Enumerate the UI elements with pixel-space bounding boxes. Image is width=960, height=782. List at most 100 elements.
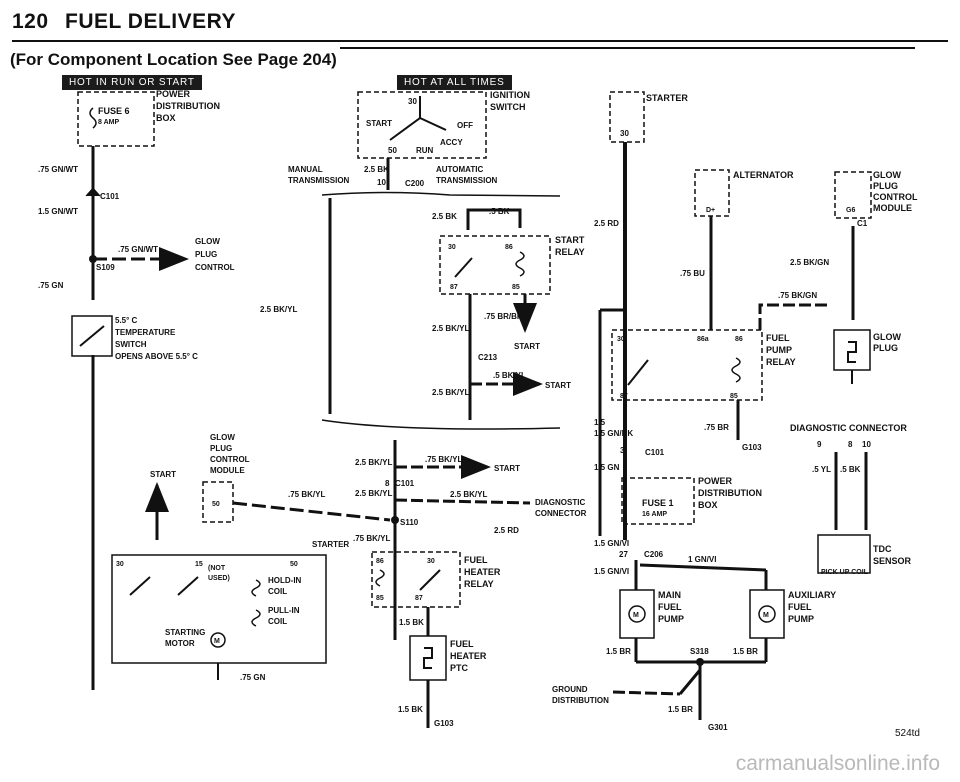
- starting-motor: 30 15 50 (NOT USED) HOLD-IN COIL PULL-IN…: [111, 554, 327, 682]
- fuse6-box-label: BOX: [156, 113, 176, 123]
- fhr-t30: 30: [427, 558, 435, 565]
- glow-module-mid-line2: PLUG: [210, 444, 232, 453]
- fuse1-distribution-label: DISTRIBUTION: [698, 488, 762, 498]
- fhr-t85: 85: [376, 595, 384, 602]
- wire-label-25bkyl-bus: 2.5 BK/YL: [355, 458, 392, 467]
- fuse1-box: POWER DISTRIBUTION BOX FUSE 1 16 AMP 1.5…: [594, 476, 768, 590]
- ignition-terminal-50: 50: [388, 146, 397, 155]
- start-relay-t87: 87: [450, 284, 458, 291]
- g301-label: G301: [708, 723, 728, 732]
- fuse6-box: POWER DISTRIBUTION BOX FUSE 6 8 AMP: [77, 89, 220, 147]
- page-number: 120: [12, 10, 49, 33]
- c206-label: C206: [644, 550, 664, 559]
- main-pump-line1: MAIN: [658, 590, 681, 600]
- glow-plug: GLOW PLUG: [833, 329, 901, 384]
- start-label-relay: START: [514, 342, 540, 351]
- motor-notused-2: USED): [208, 575, 230, 582]
- ignition-off: OFF: [457, 121, 473, 130]
- motor-hold-1: HOLD-IN: [268, 576, 302, 585]
- glow-module-top-line3: CONTROL: [873, 192, 918, 202]
- fuse1-power-label: POWER: [698, 476, 733, 486]
- wire-label-075gnwt-mid: .75 GN/WT: [118, 245, 158, 254]
- fpr-t87: 87: [620, 393, 628, 400]
- fuse1-box-label: BOX: [698, 500, 718, 510]
- c101-label-left: C101: [100, 192, 120, 201]
- wire-label-25rd: 2.5 RD: [594, 219, 619, 228]
- temp-switch-line4: OPENS ABOVE 5.5° C: [115, 352, 198, 361]
- ptc-line2: HEATER: [450, 651, 487, 661]
- ground-distribution: 1.5 BR 1.5 BR S318 GROUND DISTRIBUTION 1…: [552, 647, 766, 732]
- start-label-c213: START: [545, 381, 571, 390]
- ground-line1: GROUND: [552, 685, 588, 694]
- glow-module-top-line1: GLOW: [873, 170, 901, 180]
- starter-label: STARTER: [646, 93, 688, 103]
- automatic-label-1: AUTOMATIC: [436, 165, 483, 174]
- fuse6-distribution-label: DISTRIBUTION: [156, 101, 220, 111]
- glow-module-mid: GLOW PLUG CONTROL MODULE 50 .75 BK/YL ST…: [145, 433, 391, 540]
- ignition-accy: ACCY: [440, 138, 463, 147]
- diag-mid-line2: CONNECTOR: [535, 509, 587, 518]
- start-label-left: START: [150, 470, 176, 479]
- center-bus: 2.5 BK/YL .75 BK/YL START C101 8 2.5 BK/…: [312, 440, 587, 640]
- ignition-run: RUN: [416, 146, 434, 155]
- pin-3: 3: [620, 446, 625, 455]
- motor-t15: 15: [195, 561, 203, 568]
- fuse1-rating: 16 AMP: [642, 511, 667, 518]
- fuel-pump-relay: 30 86a 86 87 85 FUEL PUMP RELAY .75 BR G…: [594, 329, 796, 500]
- wire-label-15-top: 1.5: [594, 418, 606, 427]
- starter-label-mid: STARTER: [312, 540, 349, 549]
- wire-label-075bkgn: .75 BK/GN: [778, 291, 817, 300]
- fpr-t85: 85: [730, 393, 738, 400]
- glow-module-top-terminal: G6: [846, 207, 855, 214]
- tdc-line3: PICK UP COIL: [821, 569, 869, 576]
- page-header: 120 FUEL DELIVERY: [12, 10, 948, 42]
- main-pump-line3: PUMP: [658, 614, 684, 624]
- fuel-heater-ptc: FUEL HEATER PTC 1.5 BK G103: [398, 635, 487, 728]
- start-relay-line2: RELAY: [555, 247, 585, 257]
- motor-hold-2: COIL: [268, 587, 287, 596]
- tdc-line2: SENSOR: [873, 556, 912, 566]
- motor-notused-1: (NOT: [208, 565, 226, 572]
- ignition-terminal-30: 30: [408, 97, 417, 106]
- wire-label-25bkgn: 2.5 BK/GN: [790, 258, 829, 267]
- manual-label-1: MANUAL: [288, 165, 323, 174]
- wire-label-15bk-ptc: 1.5 BK: [398, 705, 423, 714]
- s110-label: S110: [400, 518, 419, 527]
- watermark: carmanualsonline.info: [735, 752, 940, 775]
- fuse6-power-label: POWER: [156, 89, 191, 99]
- wire-label-075bu: .75 BU: [680, 269, 705, 278]
- diag-pin9: 9: [817, 440, 822, 449]
- c101-connector-mark: [85, 187, 101, 197]
- wire-label-25bk-ign: 2.5 BK: [364, 165, 389, 174]
- subtitle-rule: [340, 47, 915, 49]
- wire-label-075bkyl-mid: .75 BK/YL: [288, 490, 325, 499]
- ptc-line3: PTC: [450, 663, 469, 673]
- motor-t50: 50: [290, 561, 298, 568]
- starter-top: STARTER 30 2.5 RD 2.5 RD: [494, 91, 688, 540]
- glow-module-mid-line3: CONTROL: [210, 455, 250, 464]
- glow-module-top-line2: PLUG: [873, 181, 898, 191]
- s318-label: S318: [690, 647, 709, 656]
- tdc-line1: TDC: [873, 544, 892, 554]
- starter-terminal-30: 30: [620, 129, 629, 138]
- pin-8-mid: 8: [385, 479, 390, 488]
- aux-pump-line1: AUXILIARY: [788, 590, 836, 600]
- c200-pin: 10: [377, 178, 386, 187]
- temp-switch-line1: 5.5° C: [115, 316, 138, 325]
- wire-label-15br-ground: 1.5 BR: [668, 705, 693, 714]
- start-label-bus: START: [494, 464, 520, 473]
- ground-line2: DISTRIBUTION: [552, 696, 609, 705]
- glow-arrow-line2: PLUG: [195, 250, 217, 259]
- start-relay: 2.5 BK .5 BK 30 86 87 85 START RELAY .75…: [432, 207, 585, 420]
- fhr-line1: FUEL: [464, 555, 488, 565]
- motor-t30: 30: [116, 561, 124, 568]
- glow-module-mid-line1: GLOW: [210, 433, 235, 442]
- motor-symbol: [210, 632, 226, 648]
- wire-label-5bk-diag: .5 BK: [840, 465, 861, 474]
- motor-m-label: M: [214, 638, 220, 645]
- left-feed-wire: .75 GN/WT C101 1.5 GN/WT .75 GN S109 .75…: [38, 146, 235, 690]
- wire-label-25bkyl-c101: 2.5 BK/YL: [355, 489, 392, 498]
- wire-label-15br-right: 1.5 BR: [733, 647, 758, 656]
- fuse6-rating: 8 AMP: [98, 119, 119, 126]
- page-title: FUEL DELIVERY: [65, 10, 237, 33]
